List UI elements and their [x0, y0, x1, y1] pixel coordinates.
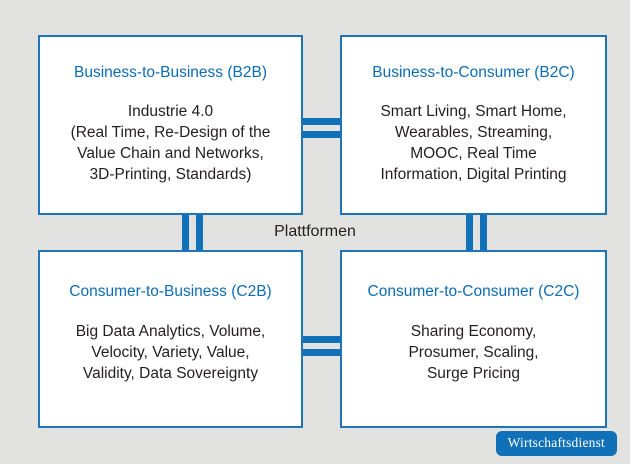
center-label-plattformen: Plattformen	[274, 223, 356, 240]
connector-b2b-c2b-bar-1	[182, 211, 189, 254]
quadrant-title-c2b: Consumer-to-Business (C2B)	[69, 283, 272, 300]
quadrant-body-line: Validity, Data Sovereignty	[82, 365, 259, 382]
quadrant-box-b2c: Business-to-Consumer (B2C) Smart Living,…	[340, 35, 607, 215]
quadrant-body-line: Sharing Economy,	[410, 323, 537, 340]
quadrant-title-b2c: Business-to-Consumer (B2C)	[372, 64, 575, 81]
quadrant-body-line: MOOC, Real Time	[410, 145, 537, 162]
quadrant-body-c2b: Big Data Analytics, Volume, Velocity, Va…	[68, 321, 274, 384]
quadrant-body-line: 3D-Printing, Standards)	[89, 166, 252, 183]
quadrant-body-line: Surge Pricing	[426, 365, 521, 382]
quadrant-box-b2b: Business-to-Business (B2B) Industrie 4.0…	[38, 35, 303, 215]
quadrant-title-b2b: Business-to-Business (B2B)	[74, 64, 267, 81]
quadrant-box-c2c: Consumer-to-Consumer (C2C) Sharing Econo…	[340, 250, 607, 428]
connector-c2b-c2c-bar-1	[299, 336, 344, 343]
connector-b2c-c2c-bar-1	[466, 211, 473, 254]
connector-b2b-b2c-bar-2	[299, 131, 344, 138]
connector-c2b-c2c-bar-2	[299, 349, 344, 356]
connector-b2b-b2c-bar-1	[299, 118, 344, 125]
wirtschaftsdienst-badge: Wirtschaftsdienst	[495, 431, 617, 456]
quadrant-body-line: Information, Digital Printing	[380, 166, 567, 183]
quadrant-box-c2b: Consumer-to-Business (C2B) Big Data Anal…	[38, 250, 303, 428]
quadrant-body-line: Value Chain and Networks,	[77, 145, 264, 162]
quadrant-body-b2c: Smart Living, Smart Home, Wearables, Str…	[372, 101, 574, 185]
connector-b2c-c2c-bar-2	[480, 211, 487, 254]
quadrant-body-b2b: Industrie 4.0 (Real Time, Re-Design of t…	[63, 101, 279, 185]
quadrant-body-c2c: Sharing Economy, Prosumer, Scaling, Surg…	[400, 321, 546, 384]
quadrant-body-line: Wearables, Streaming,	[394, 124, 553, 141]
quadrant-body-line: Smart Living, Smart Home,	[380, 103, 567, 120]
connector-b2b-c2b-bar-2	[196, 211, 203, 254]
quadrant-body-line: Velocity, Variety, Value,	[91, 344, 250, 361]
quadrant-body-line: (Real Time, Re-Design of the	[70, 124, 271, 141]
quadrant-body-line: Prosumer, Scaling,	[408, 344, 539, 361]
quadrant-title-c2c: Consumer-to-Consumer (C2C)	[367, 283, 580, 300]
quadrant-body-line: Industrie 4.0	[127, 103, 214, 120]
quadrant-body-line: Big Data Analytics, Volume,	[75, 323, 266, 340]
